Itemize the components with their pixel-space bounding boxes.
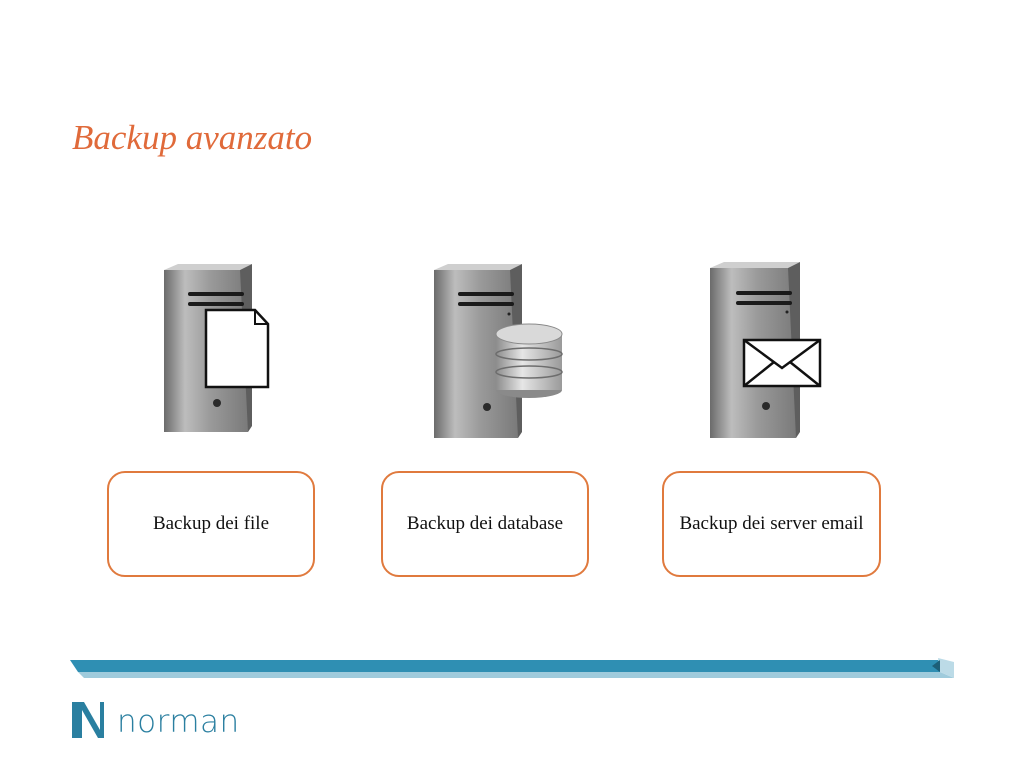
database-icon bbox=[495, 323, 563, 398]
label-box-email: Backup dei server email bbox=[662, 471, 881, 577]
slide-title: Backup avanzato bbox=[72, 118, 313, 157]
label-box-database: Backup dei database bbox=[381, 471, 589, 577]
email-server-icon bbox=[710, 262, 822, 438]
brand-name: norman bbox=[117, 704, 240, 740]
label-email-backup: Backup dei server email bbox=[679, 513, 864, 534]
label-file-backup: Backup dei file bbox=[152, 513, 270, 534]
norman-logo-icon bbox=[72, 702, 104, 738]
database-server-icon bbox=[434, 264, 563, 438]
file-server-icon bbox=[164, 264, 270, 432]
envelope-icon bbox=[742, 338, 822, 388]
label-box-file: Backup dei file bbox=[107, 471, 315, 577]
document-icon bbox=[204, 308, 270, 389]
label-database-backup: Backup dei database bbox=[406, 513, 564, 534]
footer-divider bbox=[70, 658, 954, 678]
